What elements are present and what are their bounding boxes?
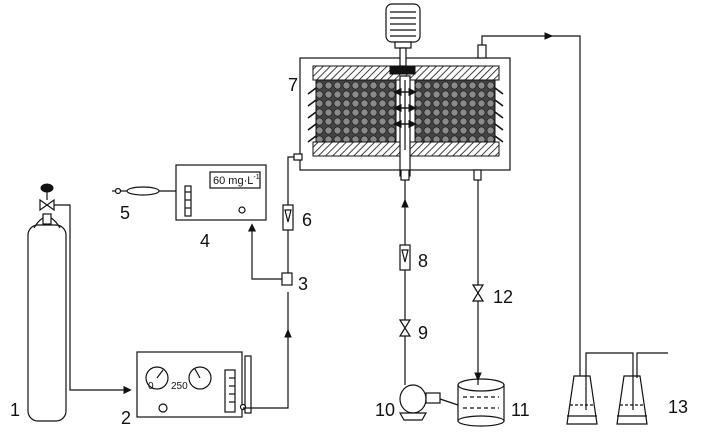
analyzer-display-text: 60 mg·L-1 <box>213 174 260 187</box>
three-way-valve <box>281 272 293 286</box>
ozone-analyzer: 60 mg·L-1 <box>175 164 267 221</box>
liquid-flowmeter <box>399 244 411 271</box>
label-9: 9 <box>418 323 428 343</box>
sample-line-to-analyzer <box>247 223 282 280</box>
label-10: 10 <box>375 400 395 420</box>
label-7: 7 <box>288 75 298 95</box>
gauge-right-text: 250 <box>171 381 188 392</box>
liquid-pump <box>398 384 441 421</box>
label-1: 1 <box>10 400 20 420</box>
analyzer-display <box>209 171 261 189</box>
label-12: 12 <box>493 287 513 307</box>
offgas-line <box>481 35 581 380</box>
packed-bed-reactor <box>293 44 511 181</box>
label-2: 2 <box>121 408 131 428</box>
label-6: 6 <box>302 210 312 230</box>
drain-valve <box>471 284 485 302</box>
label-13: 13 <box>668 397 688 417</box>
ozone-inlet-line <box>287 156 300 205</box>
packing-left <box>315 79 397 143</box>
label-5: 5 <box>120 203 130 223</box>
packing-right <box>414 79 496 143</box>
oxygen-cylinder <box>27 183 67 422</box>
gauge-left-text: 0 <box>148 381 154 392</box>
exhaust-tube <box>112 186 176 196</box>
label-8: 8 <box>418 251 428 271</box>
motor <box>385 3 421 67</box>
tank-to-pump-line <box>439 398 459 406</box>
label-4: 4 <box>200 231 210 251</box>
oxygen-supply-line <box>54 204 132 395</box>
absorption-bottles <box>566 352 668 425</box>
label-3: 3 <box>298 274 308 294</box>
liquid-tank <box>457 378 505 427</box>
gas-flowmeter <box>282 204 294 231</box>
ozone-generator: 0 250 <box>136 351 252 418</box>
label-11: 11 <box>511 400 530 420</box>
feed-valve <box>398 319 412 337</box>
